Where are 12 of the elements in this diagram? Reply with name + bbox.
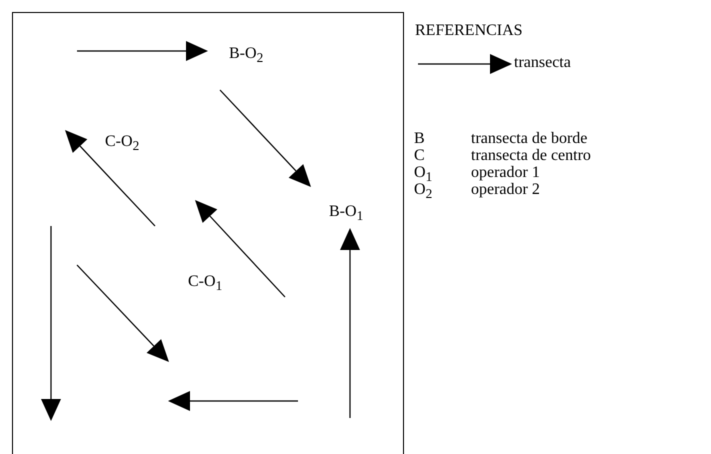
abbreviation: C: [414, 147, 425, 165]
legend-title: REFERENCIAS: [415, 22, 523, 40]
transect-label: B-O$_{1}$: [329, 203, 364, 226]
definition: transecta de centro: [471, 147, 591, 165]
transect-label: C-O$_{2}$: [105, 133, 140, 156]
definition: transecta de borde: [471, 130, 588, 148]
definition: operador 1: [471, 164, 540, 182]
transect-label: C-O$_{1}$: [188, 273, 222, 296]
definition: operador 2: [471, 181, 540, 199]
legend-text: transecta: [514, 54, 571, 72]
abbreviation: B: [414, 130, 425, 148]
transect-label: B-O$_{2}$: [229, 45, 264, 68]
